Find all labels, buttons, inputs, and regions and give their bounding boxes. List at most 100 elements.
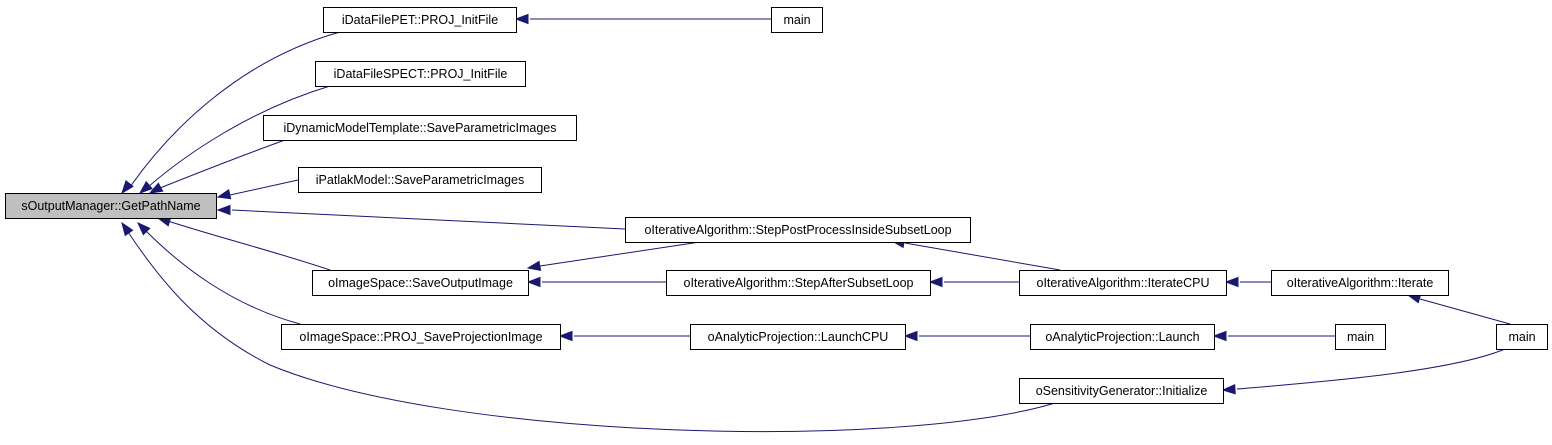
node-box xyxy=(1335,324,1386,350)
node-label: oIterativeAlgorithm::StepAfterSubsetLoop xyxy=(684,276,914,290)
edge-iteratecpu-steppost xyxy=(890,237,1061,271)
node-main1[interactable]: main xyxy=(771,7,823,33)
node-label: oImageSpace::PROJ_SaveProjectionImage xyxy=(299,330,542,344)
edge-patlaksave-root xyxy=(216,179,299,200)
arrow-head-icon xyxy=(928,276,943,288)
arrow-head-icon xyxy=(148,182,164,194)
node-saveout[interactable]: oImageSpace::SaveOutputImage xyxy=(312,270,529,296)
node-label: iDynamicModelTemplate::SaveParametricIma… xyxy=(283,121,556,135)
node-box xyxy=(312,270,529,296)
arrow-head-icon xyxy=(514,13,529,25)
node-label: iDataFileSPECT::PROJ_InitFile xyxy=(334,67,508,81)
edge-line xyxy=(1236,348,1506,390)
edge-spectinit-root xyxy=(138,85,331,194)
node-box xyxy=(1496,324,1548,350)
node-box xyxy=(281,324,561,350)
edge-line xyxy=(231,209,626,230)
node-iterate[interactable]: oIterativeAlgorithm::Iterate xyxy=(1271,270,1449,296)
arrow-head-icon xyxy=(526,276,541,288)
node-label: iPatlakModel::SaveParametricImages xyxy=(316,173,524,187)
arrow-head-icon xyxy=(558,330,573,342)
edge-dynsave-root xyxy=(148,139,286,194)
nodes-layer: sOutputManager::GetPathName iDataFilePET:… xyxy=(5,7,1548,404)
arrow-head-icon xyxy=(216,204,231,216)
edge-stepafter-saveout xyxy=(526,276,666,288)
node-box xyxy=(625,217,971,243)
edge-line xyxy=(147,85,331,188)
edge-line xyxy=(539,241,701,267)
node-box xyxy=(1019,270,1227,296)
edge-iteratecpu-stepafter xyxy=(928,276,1019,288)
edge-line xyxy=(159,139,286,189)
edge-steppost-saveout xyxy=(526,241,701,271)
node-label: main xyxy=(1508,330,1535,344)
node-sensinit[interactable]: oSensitivityGenerator::Initialize xyxy=(1019,378,1224,404)
node-label: iDataFilePET::PROJ_InitFile xyxy=(342,13,498,27)
edge-saveproj-root xyxy=(136,221,301,325)
node-dynsave[interactable]: iDynamicModelTemplate::SaveParametricIma… xyxy=(263,115,577,141)
node-launchcpu[interactable]: oAnalyticProjection::LaunchCPU xyxy=(690,324,906,350)
node-box xyxy=(690,324,906,350)
edge-main2-launch xyxy=(1212,330,1335,342)
node-label: main xyxy=(1347,330,1374,344)
node-label: oSensitivityGenerator::Initialize xyxy=(1036,384,1208,398)
edge-line xyxy=(229,179,299,196)
node-label: oIterativeAlgorithm::Iterate xyxy=(1287,276,1434,290)
node-patlaksave[interactable]: iPatlakModel::SaveParametricImages xyxy=(298,167,542,193)
arrow-head-icon xyxy=(121,179,134,195)
edge-steppost-root xyxy=(216,204,626,230)
node-box xyxy=(666,270,931,296)
edge-main3-sensinit xyxy=(1221,348,1506,395)
node-box xyxy=(323,7,517,33)
arrow-head-icon xyxy=(121,221,134,237)
node-iteratecpu[interactable]: oIterativeAlgorithm::IterateCPU xyxy=(1019,270,1227,296)
edge-sensinit-root xyxy=(121,221,1056,432)
node-box xyxy=(771,7,823,33)
edge-launch-launchcpu xyxy=(903,330,1030,342)
arrow-head-icon xyxy=(216,189,232,200)
node-box xyxy=(1019,378,1224,404)
edge-line xyxy=(127,231,1056,432)
node-label: main xyxy=(783,13,810,27)
node-label: sOutputManager::GetPathName xyxy=(21,199,200,213)
node-label: oImageSpace::SaveOutputImage xyxy=(328,276,513,290)
arrow-head-icon xyxy=(903,330,918,342)
node-box xyxy=(315,61,526,87)
edge-petinit-root xyxy=(121,31,341,195)
arrow-head-icon xyxy=(1221,384,1236,395)
node-root[interactable]: sOutputManager::GetPathName xyxy=(5,193,217,219)
node-stepafter[interactable]: oIterativeAlgorithm::StepAfterSubsetLoop xyxy=(666,270,931,296)
node-box xyxy=(1271,270,1449,296)
edge-line xyxy=(144,229,301,325)
node-main3[interactable]: main xyxy=(1496,324,1548,350)
edge-line xyxy=(904,242,1061,271)
edge-launchcpu-saveproj xyxy=(558,330,690,342)
arrow-head-icon xyxy=(526,260,542,271)
node-steppost[interactable]: oIterativeAlgorithm::StepPostProcessInsi… xyxy=(625,217,971,243)
node-spectinit[interactable]: iDataFileSPECT::PROJ_InitFile xyxy=(315,61,526,87)
node-box xyxy=(298,167,542,193)
node-main2[interactable]: main xyxy=(1335,324,1386,350)
arrow-head-icon xyxy=(136,221,151,236)
edge-line xyxy=(129,31,341,188)
node-saveproj[interactable]: oImageSpace::PROJ_SaveProjectionImage xyxy=(281,324,561,350)
arrow-head-icon xyxy=(1224,276,1239,288)
node-label: oAnalyticProjection::Launch xyxy=(1045,330,1199,344)
edge-saveout-root xyxy=(156,216,331,271)
node-label: oIterativeAlgorithm::IterateCPU xyxy=(1037,276,1210,290)
node-box xyxy=(5,193,217,219)
edge-line xyxy=(167,220,331,271)
edge-iterate-iteratecpu xyxy=(1224,276,1271,288)
node-box xyxy=(263,115,577,141)
edges-layer xyxy=(121,13,1511,432)
edge-line xyxy=(1419,298,1511,325)
node-label: oIterativeAlgorithm::StepPostProcessInsi… xyxy=(644,223,951,237)
node-launch[interactable]: oAnalyticProjection::Launch xyxy=(1030,324,1215,350)
arrow-head-icon xyxy=(1212,330,1227,342)
edge-main1-petinit xyxy=(514,13,771,25)
edge-main3-iterate xyxy=(1406,293,1511,325)
node-petinit[interactable]: iDataFilePET::PROJ_InitFile xyxy=(323,7,517,33)
node-box xyxy=(1030,324,1215,350)
arrow-head-icon xyxy=(138,180,153,194)
